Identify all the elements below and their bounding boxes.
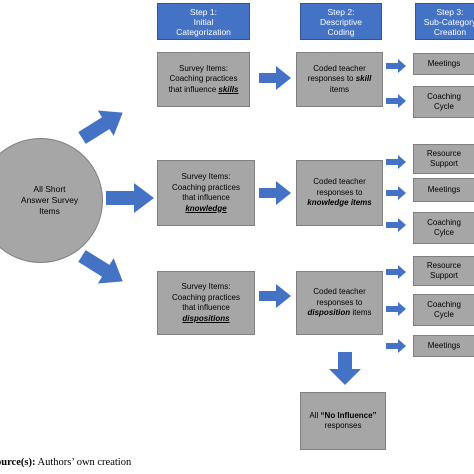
survey-dispositions-box: Survey Items: Coaching practices that in… bbox=[157, 271, 255, 335]
sub-r3-coaching-cycle: Coaching Cycle bbox=[413, 294, 474, 326]
keyword-dispositions: dispositions bbox=[182, 313, 230, 323]
arrow-r3-sub1 bbox=[386, 265, 406, 279]
arrow-root-to-skills bbox=[78, 110, 123, 144]
arrow-r2-sub1 bbox=[386, 155, 406, 169]
arrow-dispositions-to-coded bbox=[259, 284, 291, 308]
arrow-down-to-no-influence bbox=[329, 352, 361, 385]
survey-skills-box: Survey Items: Coaching practices that in… bbox=[157, 52, 250, 107]
arrow-r2-sub3 bbox=[386, 218, 406, 232]
arrow-r1-sub2 bbox=[386, 94, 406, 108]
sub-r1-meetings: Meetings bbox=[413, 53, 474, 75]
no-influence-box: All “No Influence” responses bbox=[300, 392, 386, 450]
header-step3: Step 3: Sub-Category Creation bbox=[415, 3, 474, 40]
sub-r3-meetings: Meetings bbox=[413, 335, 474, 357]
arrow-knowledge-to-coded bbox=[259, 181, 291, 205]
header-step2: Step 2: Descriptive Coding bbox=[300, 3, 382, 40]
sub-r2-resource-support: Resource Support bbox=[413, 144, 474, 174]
arrow-skills-to-coded bbox=[259, 66, 291, 90]
header-step1: Step 1: Initial Categorization bbox=[157, 3, 250, 40]
arrow-r3-sub3 bbox=[386, 339, 406, 353]
sub-r2-meetings: Meetings bbox=[413, 178, 474, 202]
arrow-root-to-dispositions bbox=[78, 250, 123, 284]
survey-knowledge-box: Survey Items: Coaching practices that in… bbox=[157, 160, 255, 226]
keyword-skills: skills bbox=[218, 84, 239, 94]
sub-r2-coaching-cylce: Coaching Cylce bbox=[413, 212, 474, 244]
arrow-root-to-knowledge bbox=[106, 183, 154, 213]
arrow-r1-sub1 bbox=[386, 59, 406, 73]
sub-r1-coaching-cycle: Coaching Cycle bbox=[413, 86, 474, 118]
arrow-r3-sub2 bbox=[386, 302, 406, 316]
coded-disposition-box: Coded teacher responses to disposition i… bbox=[296, 271, 383, 335]
keyword-knowledge: knowledge bbox=[185, 203, 227, 213]
source-caption: ource(s): Authors’ own creation bbox=[0, 457, 132, 468]
coded-skill-box: Coded teacher responses to skill items bbox=[296, 52, 383, 107]
arrow-r2-sub2 bbox=[386, 186, 406, 200]
coded-knowledge-box: Coded teacher responses to knowledge ite… bbox=[296, 160, 383, 226]
root-circle: All Short Answer Survey Items bbox=[0, 138, 103, 263]
sub-r3-resource-support: Resource Support bbox=[413, 256, 474, 286]
